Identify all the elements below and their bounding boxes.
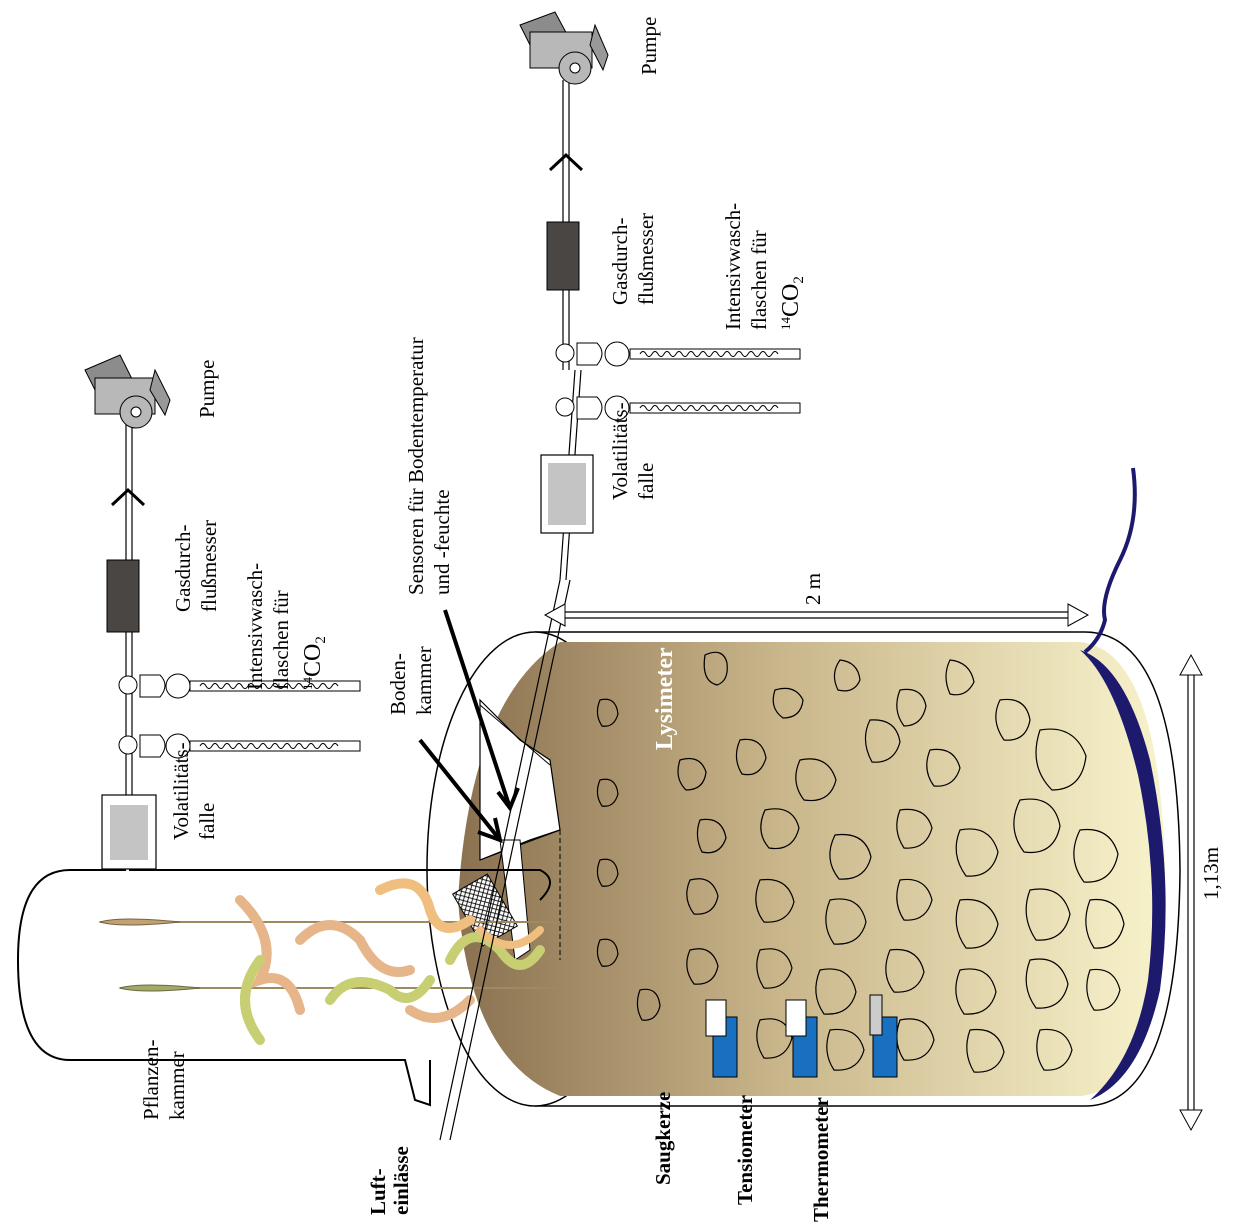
label-right-pump: Pumpe bbox=[637, 17, 661, 75]
label-sensoren: Sensoren für Bodentemperatur bbox=[404, 337, 428, 595]
dimension-length bbox=[545, 604, 1088, 626]
label-dim-diameter: 1,13m bbox=[1199, 847, 1223, 900]
label-left-trap: Volatilitäts- bbox=[169, 742, 193, 840]
label-left-wash-2: flaschen für bbox=[269, 590, 293, 690]
label-right-trap-2: falle bbox=[634, 463, 658, 500]
label-right-flow: Gasdurch- bbox=[608, 218, 632, 305]
label-thermometer: Thermometer bbox=[809, 1097, 833, 1222]
label-dim-length: 2 m bbox=[801, 573, 825, 605]
right-flowmeter bbox=[547, 222, 579, 290]
label-lufteinlaesse-2: einlässe bbox=[389, 1146, 413, 1215]
label-bodenkammer: Boden- bbox=[386, 653, 410, 715]
label-left-pump: Pumpe bbox=[195, 360, 219, 418]
label-right-wash: Intensivwasch- bbox=[721, 203, 745, 330]
label-lysimeter: Lysimeter bbox=[652, 647, 678, 750]
label-left-trap-2: falle bbox=[195, 803, 219, 840]
label-right-trap: Volatilitäts- bbox=[608, 402, 632, 500]
label-lufteinlaesse: Luft- bbox=[366, 1168, 390, 1215]
left-gas-train bbox=[85, 355, 360, 869]
label-left-flow: Gasdurch- bbox=[171, 525, 195, 612]
label-sensoren-2: und -feuchte bbox=[430, 489, 454, 595]
right-flow-arrow bbox=[550, 155, 582, 170]
label-right-wash-2: flaschen für bbox=[747, 230, 771, 330]
left-flow-arrow bbox=[112, 490, 144, 505]
left-wash-bottles bbox=[119, 674, 360, 758]
water-line bbox=[1085, 468, 1135, 652]
label-pflanzenkammer-2: kammer bbox=[165, 1051, 189, 1120]
label-bodenkammer-2: kammer bbox=[412, 646, 436, 715]
label-right-flow-2: flußmesser bbox=[634, 213, 658, 305]
label-left-flow-2: flußmesser bbox=[197, 520, 221, 612]
right-wash-bottles bbox=[556, 342, 800, 420]
label-right-wash-3: 14CO2 bbox=[778, 276, 807, 330]
left-pump-icon bbox=[85, 355, 170, 428]
label-saugkerze: Saugkerze bbox=[651, 1092, 675, 1185]
label-pflanzenkammer: Pflanzen- bbox=[139, 1040, 163, 1120]
right-pump-icon bbox=[520, 12, 608, 84]
label-tensiometer: Tensiometer bbox=[733, 1095, 757, 1205]
left-flowmeter bbox=[107, 560, 139, 632]
label-left-wash: Intensivwasch- bbox=[243, 563, 267, 690]
